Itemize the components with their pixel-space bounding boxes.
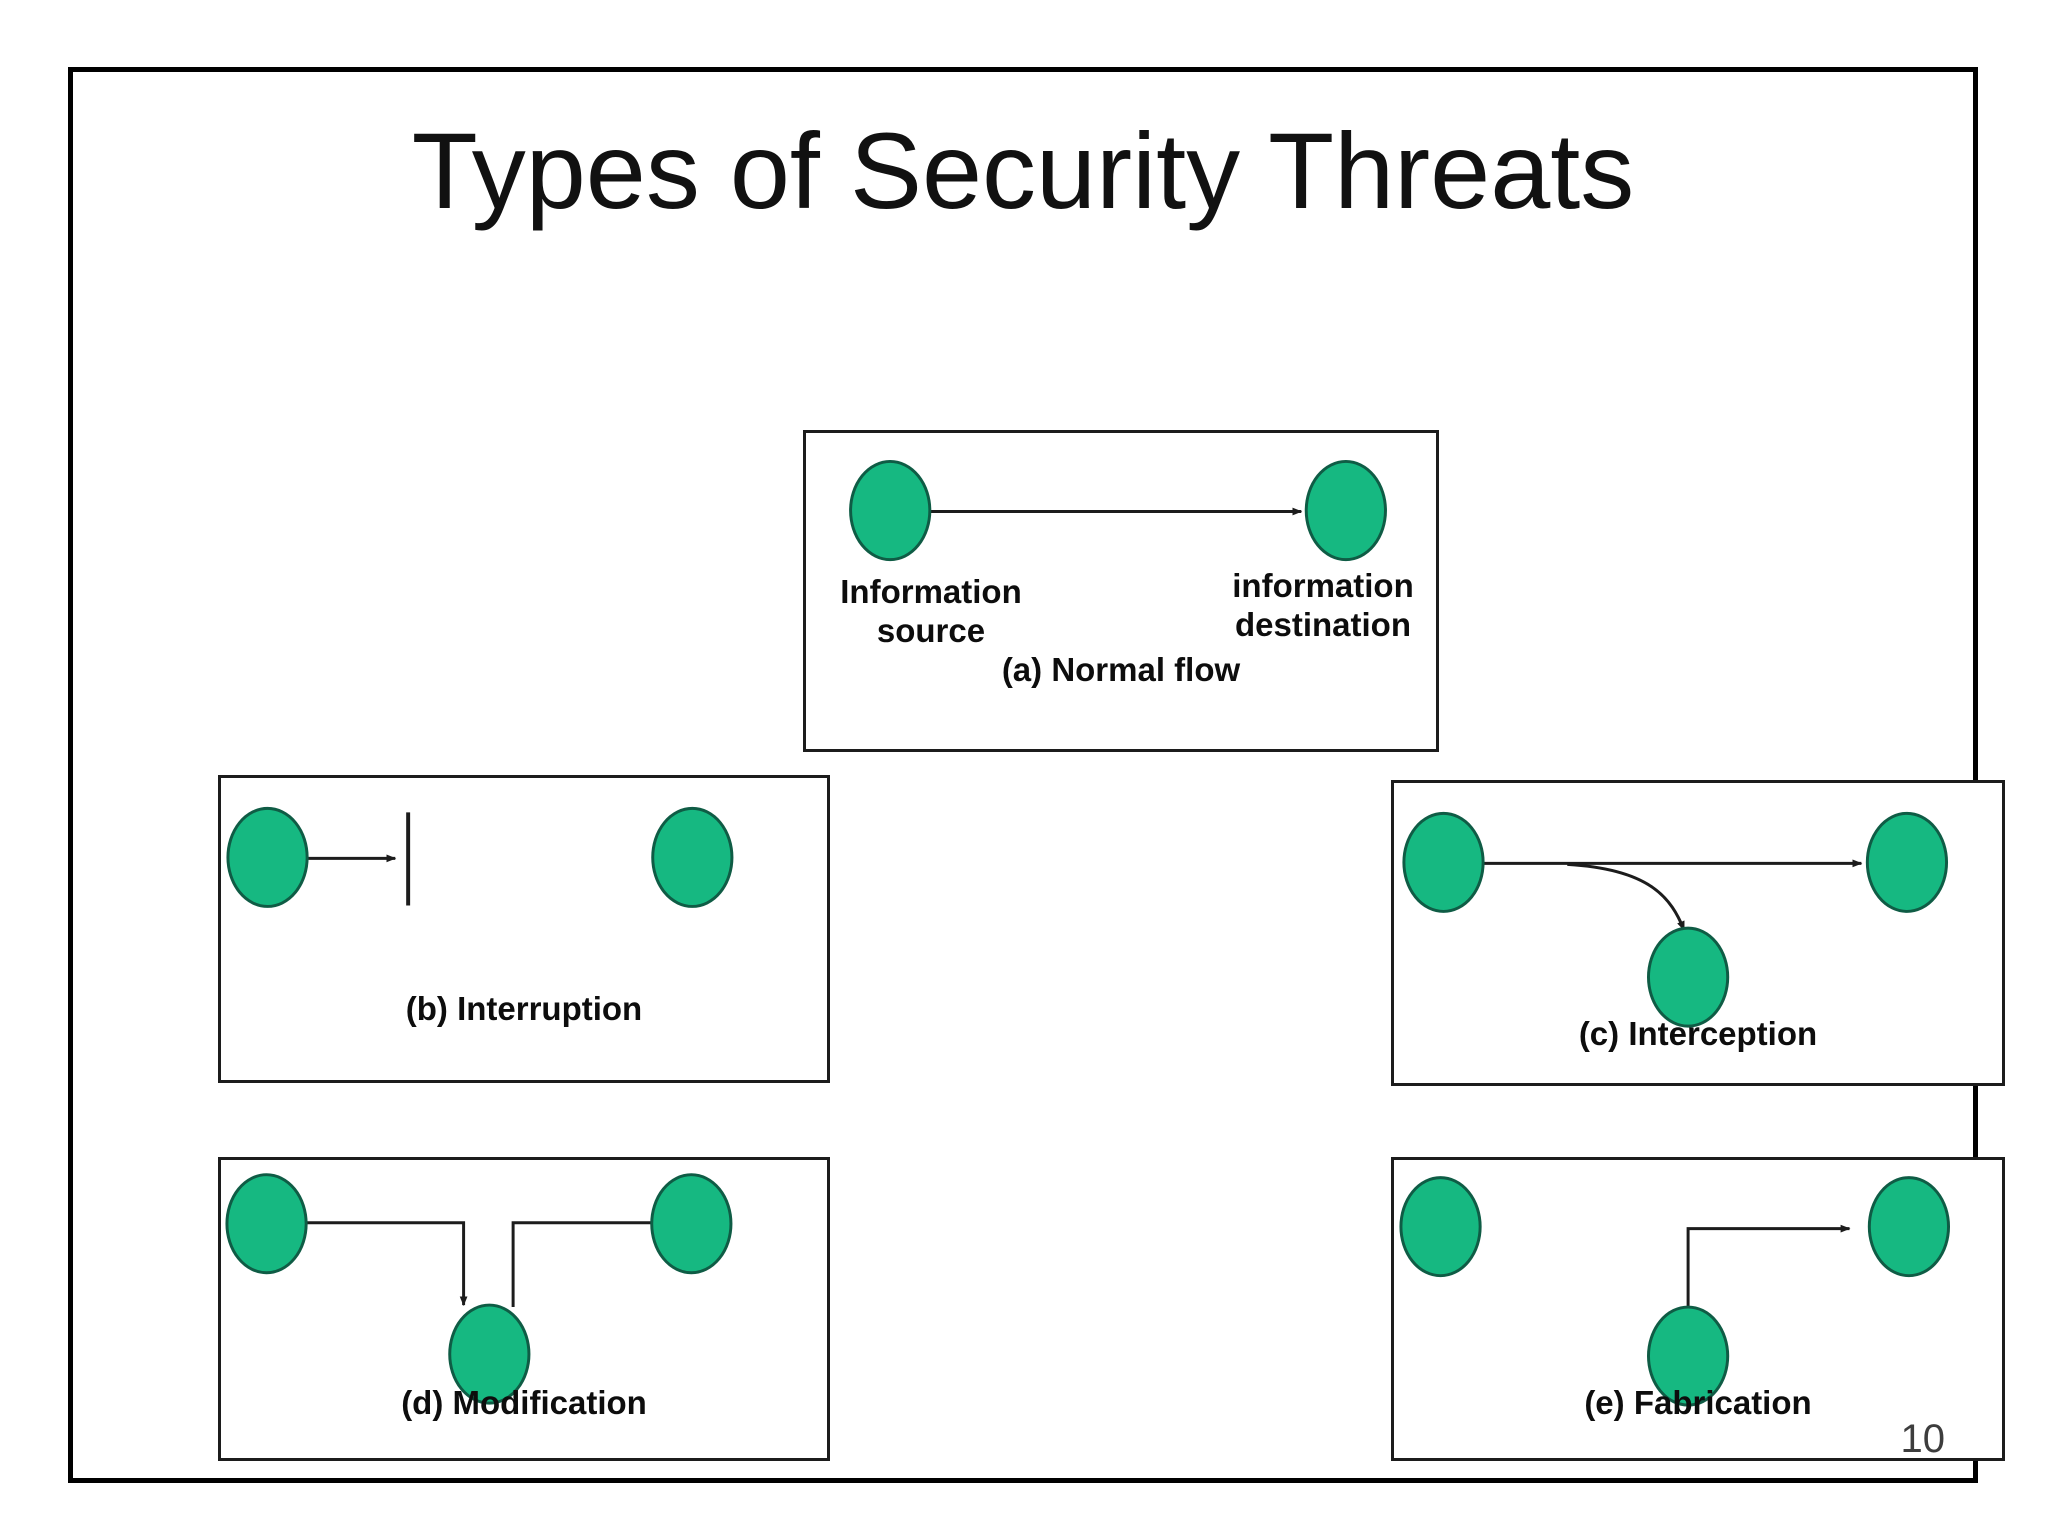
slide-frame: Types of Security Threats Information so…: [68, 67, 2005, 1483]
node-information-source: [849, 459, 932, 562]
label-information-source-line2: source: [876, 611, 986, 649]
node-attacker: [1647, 926, 1730, 1028]
caption-interruption: (b) Interruption: [405, 990, 643, 1027]
caption-interception: (c) Interception: [1578, 1015, 1818, 1052]
label-information-destination: information destination: [1198, 567, 1448, 645]
node-destination: [651, 806, 734, 908]
node-attacker: [448, 1303, 531, 1405]
modification-diagram: [225, 1173, 733, 1405]
panel-interruption: (b) Interruption: [218, 775, 830, 1083]
panel-modification: (d) Modification: [218, 1157, 830, 1461]
node-source: [225, 1173, 308, 1275]
label-information-destination-line2: destination: [1234, 605, 1411, 643]
node-source: [1399, 1176, 1482, 1278]
panel-fabrication: (e) Fabrication: [1391, 1157, 2005, 1461]
label-information-destination-line1: information: [1232, 567, 1414, 604]
node-source: [226, 806, 309, 908]
flow-arrow-source-to-attacker: [305, 1221, 468, 1307]
flow-arrow-attacker-to-destination: [511, 1218, 673, 1308]
caption-fabrication: (e) Fabrication: [1584, 1384, 1812, 1421]
node-source: [1402, 811, 1485, 913]
flow-arrow-attacker-to-destination: [1686, 1224, 1851, 1308]
node-information-destination: [1304, 459, 1387, 562]
node-destination: [1867, 1176, 1951, 1278]
normal-flow-diagram: [849, 459, 1387, 562]
caption-normal-flow: (a) Normal flow: [1001, 651, 1241, 688]
node-destination: [650, 1173, 733, 1275]
panel-normal-flow: Information source information destinati…: [803, 430, 1439, 752]
fabrication-diagram: [1399, 1176, 1951, 1407]
label-information-source-line1: Information: [840, 573, 1022, 610]
panel-interception: (c) Interception: [1391, 780, 2005, 1086]
page-number: 10: [1900, 1417, 1946, 1461]
interception-diagram: [1402, 811, 1949, 1028]
node-attacker: [1647, 1305, 1730, 1407]
interruption-diagram: [226, 806, 734, 908]
label-information-source: Information source: [816, 573, 1046, 651]
node-destination: [1865, 811, 1949, 913]
caption-modification: (d) Modification: [401, 1384, 647, 1421]
intercept-branch-arrow: [1567, 862, 1686, 931]
page-title: Types of Security Threats: [411, 110, 1635, 231]
